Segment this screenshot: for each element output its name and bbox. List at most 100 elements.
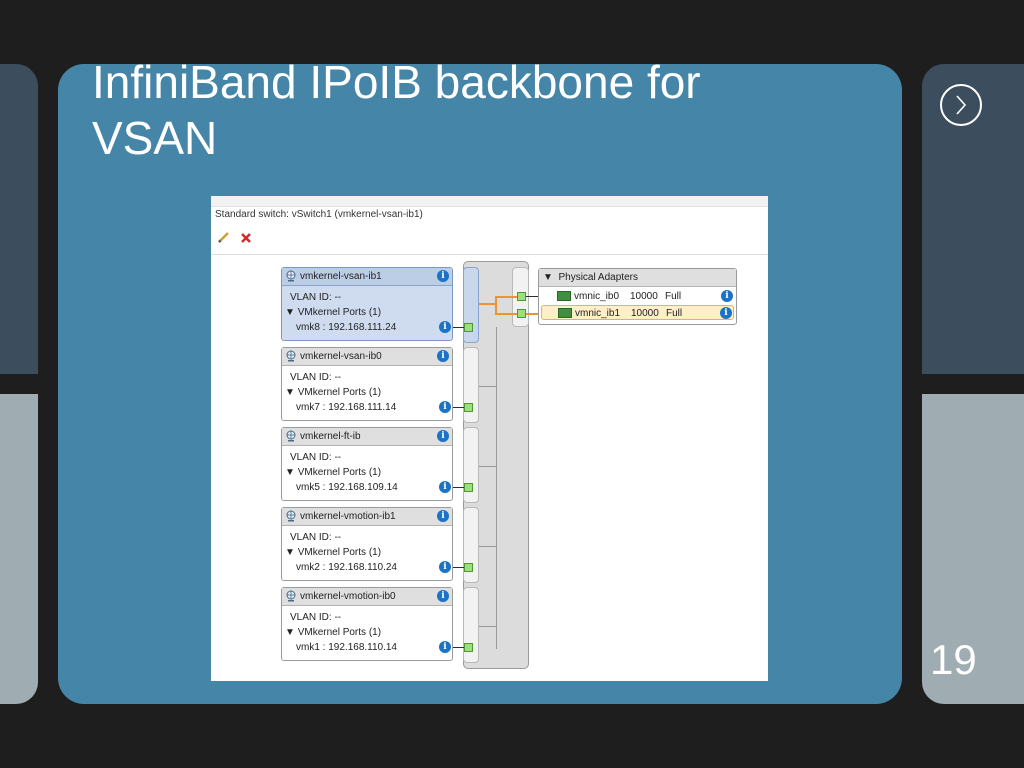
port-group-card[interactable]: vmkernel-vmotion-ib0 i VLAN ID: -- ▼ VMk…: [281, 587, 453, 661]
info-icon[interactable]: i: [437, 590, 449, 602]
info-icon[interactable]: i: [439, 641, 451, 653]
slide-title: InfiniBand IPoIB backbone for VSAN: [92, 56, 701, 164]
uplink-port[interactable]: [517, 309, 526, 318]
adapter-row-highlighted[interactable]: vmnic_ib1 10000 Full i: [541, 305, 734, 320]
port-group-header: vmkernel-vmotion-ib0 i: [282, 588, 452, 606]
info-icon[interactable]: i: [437, 270, 449, 282]
network-globe-icon: [285, 510, 297, 525]
adapter-name: vmnic_ib0: [574, 291, 620, 302]
adapter-name: vmnic_ib1: [575, 308, 621, 319]
collapse-triangle-icon: ▼: [285, 307, 298, 318]
adapter-duplex: Full: [666, 308, 683, 319]
physical-adapters-panel: ▼ Physical Adapters vmnic_ib0 10000 Full…: [538, 268, 737, 325]
network-globe-icon: [285, 350, 297, 365]
uplink-port[interactable]: [517, 292, 526, 301]
collapse-triangle-icon: ▼: [285, 627, 298, 638]
left-side-panel-top: [0, 64, 38, 374]
vlan-id: VLAN ID: --: [290, 532, 342, 543]
network-card-icon: [558, 308, 572, 318]
adapter-speed: 10000: [630, 291, 658, 302]
vmkernel-ports-label: VMkernel Ports (1): [297, 467, 382, 478]
red-x-icon[interactable]: [240, 232, 252, 247]
vlan-id: VLAN ID: --: [290, 292, 342, 303]
active-path-line: [495, 296, 497, 314]
physical-adapters-label: Physical Adapters: [558, 272, 638, 283]
port-group-name: vmkernel-vsan-ib1: [300, 271, 382, 282]
info-icon[interactable]: i: [437, 510, 449, 522]
vmkernel-ports-label: VMkernel Ports (1): [297, 387, 382, 398]
vmk-address: vmk7 : 192.168.111.14: [296, 402, 397, 413]
vswitch-screenshot: Standard switch: vSwitch1 (vmkernel-vsan…: [211, 196, 768, 681]
vmk-port[interactable]: [464, 323, 473, 332]
vmk-port[interactable]: [464, 563, 473, 572]
pencil-icon[interactable]: [217, 231, 230, 247]
chevron-right-icon: [956, 95, 967, 115]
info-icon[interactable]: i: [439, 561, 451, 573]
port-group-card[interactable]: vmkernel-vsan-ib1 i VLAN ID: -- ▼ VMkern…: [281, 267, 453, 341]
vmk-address: vmk1 : 192.168.110.14: [296, 642, 397, 653]
port-group-card[interactable]: vmkernel-vsan-ib0 i VLAN ID: -- ▼ VMkern…: [281, 347, 453, 421]
port-group-header: vmkernel-vsan-ib1 i: [282, 268, 452, 286]
active-path-line: [495, 313, 518, 315]
vlan-id: VLAN ID: --: [290, 452, 342, 463]
vmk-link-line: [453, 327, 464, 328]
switch-link-line: [479, 626, 496, 627]
active-path-line: [479, 303, 495, 305]
vmk-port[interactable]: [464, 403, 473, 412]
adapter-speed: 10000: [631, 308, 659, 319]
switch-link-line: [479, 386, 496, 387]
vmkernel-ports-toggle[interactable]: ▼ VMkernel Ports (1): [285, 467, 381, 478]
vmkernel-ports-toggle[interactable]: ▼ VMkernel Ports (1): [285, 547, 381, 558]
switch-trunk-line: [496, 327, 497, 649]
info-icon[interactable]: i: [439, 401, 451, 413]
vmkernel-ports-label: VMkernel Ports (1): [297, 627, 382, 638]
collapse-triangle-icon: ▼: [285, 467, 298, 478]
info-icon[interactable]: i: [437, 430, 449, 442]
vmk-link-line: [453, 647, 464, 648]
network-card-icon: [557, 291, 571, 301]
screenshot-top-strip: [211, 196, 768, 207]
port-group-header: vmkernel-vsan-ib0 i: [282, 348, 452, 366]
vmk-port[interactable]: [464, 643, 473, 652]
physical-adapters-toggle[interactable]: ▼ Physical Adapters: [543, 272, 638, 283]
port-group-name: vmkernel-vsan-ib0: [300, 351, 382, 362]
switch-link-line: [479, 466, 496, 467]
collapse-triangle-icon: ▼: [285, 547, 298, 558]
vlan-id: VLAN ID: --: [290, 372, 342, 383]
info-icon[interactable]: i: [720, 307, 732, 319]
vmk-link-line: [453, 407, 464, 408]
vlan-id: VLAN ID: --: [290, 612, 342, 623]
adapter-duplex: Full: [665, 291, 682, 302]
network-globe-icon: [285, 430, 297, 445]
vmk-port[interactable]: [464, 483, 473, 492]
vmkernel-ports-toggle[interactable]: ▼ VMkernel Ports (1): [285, 387, 381, 398]
info-icon[interactable]: i: [721, 290, 733, 302]
port-group-header: vmkernel-ft-ib i: [282, 428, 452, 446]
vmk-link-line: [453, 567, 464, 568]
vmkernel-ports-label: VMkernel Ports (1): [297, 307, 382, 318]
info-icon[interactable]: i: [439, 321, 451, 333]
info-icon[interactable]: i: [437, 350, 449, 362]
collapse-triangle-icon: ▼: [285, 387, 298, 398]
info-icon[interactable]: i: [439, 481, 451, 493]
network-globe-icon: [285, 590, 297, 605]
port-group-name: vmkernel-vmotion-ib1: [300, 511, 396, 522]
switch-title: Standard switch: vSwitch1 (vmkernel-vsan…: [215, 209, 423, 220]
vmkernel-ports-label: VMkernel Ports (1): [297, 547, 382, 558]
vmkernel-ports-toggle[interactable]: ▼ VMkernel Ports (1): [285, 307, 381, 318]
physical-adapters-header[interactable]: ▼ Physical Adapters: [539, 269, 736, 287]
vmk-address: vmk2 : 192.168.110.24: [296, 562, 397, 573]
adapter-row[interactable]: vmnic_ib0 10000 Full i: [541, 289, 734, 304]
page-number: 19: [930, 636, 977, 683]
vmkernel-ports-toggle[interactable]: ▼ VMkernel Ports (1): [285, 627, 381, 638]
switch-link-line: [479, 546, 496, 547]
switch-toolbar: [217, 232, 252, 246]
port-group-header: vmkernel-vmotion-ib1 i: [282, 508, 452, 526]
toolbar-divider: [211, 254, 768, 255]
active-path-line: [495, 296, 518, 298]
vmk-address: vmk8 : 192.168.111.24: [296, 322, 397, 333]
port-group-card[interactable]: vmkernel-ft-ib i VLAN ID: -- ▼ VMkernel …: [281, 427, 453, 501]
port-group-name: vmkernel-vmotion-ib0: [300, 591, 396, 602]
next-slide-button[interactable]: [940, 84, 982, 126]
port-group-card[interactable]: vmkernel-vmotion-ib1 i VLAN ID: -- ▼ VMk…: [281, 507, 453, 581]
